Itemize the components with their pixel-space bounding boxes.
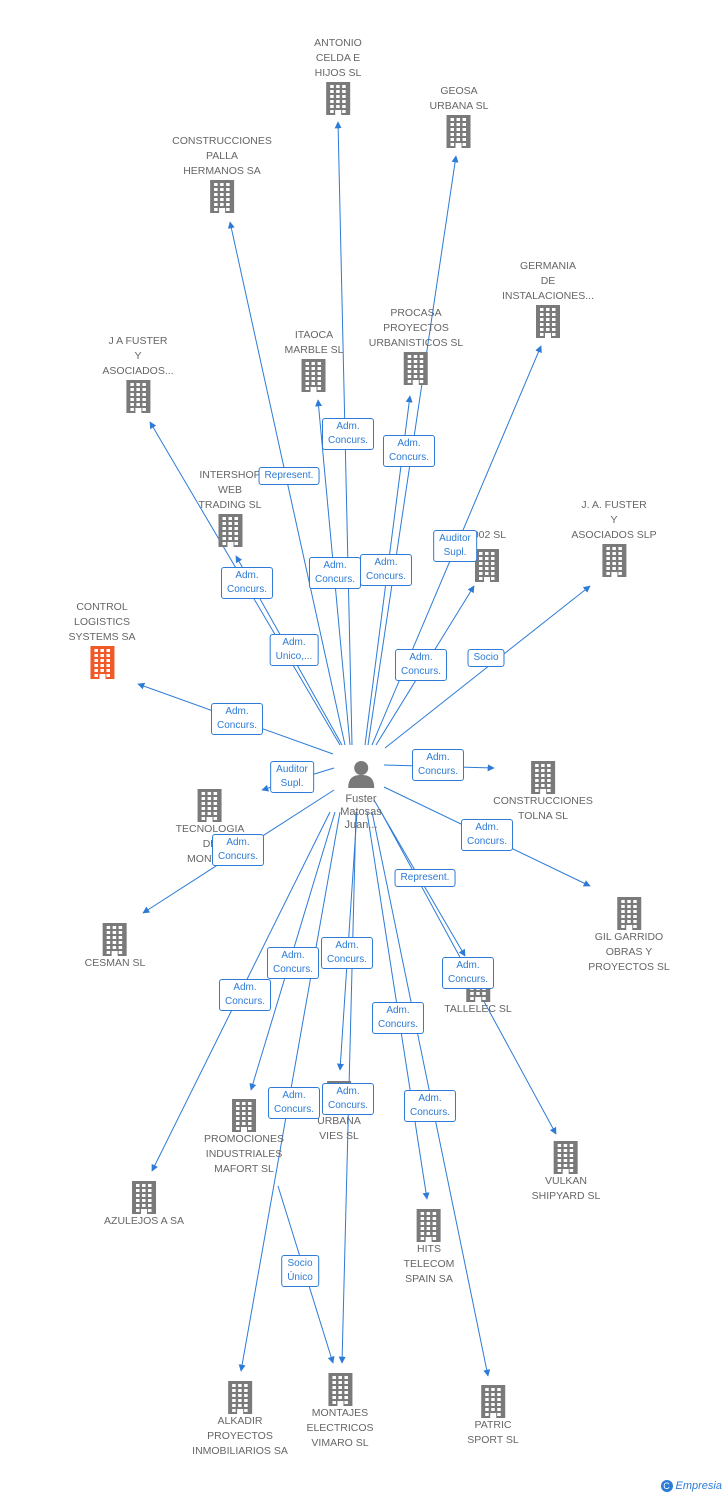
edge-label-procasa[interactable]: Adm. Concurs. [359,554,413,586]
building-icon [197,789,222,822]
edge-label-tallelec[interactable]: Represent. [394,869,456,887]
person-node[interactable]: Fuster Matosas Juan... [340,758,382,832]
brand-name: Empresia [675,1479,722,1492]
company-label: MONTAJES ELECTRICOS VIMARO SL [306,1407,374,1449]
building-icon [131,1181,156,1214]
company-label: URBANA VIES SL [317,1115,361,1142]
company-node-tolna[interactable]: CONSTRUCCIONES TOLNA SL [493,760,593,824]
edge-label-vulkan[interactable]: Adm. Concurs. [441,957,495,989]
building-icon [536,305,560,338]
building-icon [103,923,127,956]
edge-label-urbanavies[interactable]: Adm. Concurs. [320,937,374,969]
edge-label-azulejos[interactable]: Adm. Concurs. [218,979,272,1011]
building-icon [475,549,499,582]
building-icon [232,1099,256,1132]
building-icon [217,514,242,547]
company-node-cesman[interactable]: CESMAN SL [84,922,146,971]
company-label: GIL GARRIDO OBRAS Y PROYECTOS SL [588,931,670,973]
company-node-control[interactable]: CONTROL LOGISTICS SYSTEMS SA [68,600,136,679]
edge-label-n2002[interactable]: Adm. Concurs. [394,649,448,681]
edge-label-tolna[interactable]: Adm. Concurs. [411,749,465,781]
company-label: CONSTRUCCIONES PALLA HERMANOS SA [172,135,272,177]
company-label: J. A. FUSTER Y ASOCIADOS SLP [571,499,657,541]
building-icon [446,115,471,148]
edge-label-control[interactable]: Adm. Concurs. [210,703,264,735]
company-node-germania[interactable]: GERMANIA DE INSTALACIONES... [502,259,594,338]
company-node-construcciones_palla[interactable]: CONSTRUCCIONES PALLA HERMANOS SA [172,134,272,213]
company-node-vulkan[interactable]: VULKAN SHIPYARD SL [531,1140,601,1204]
building-icon [481,1385,505,1418]
company-node-procasa[interactable]: PROCASA PROYECTOS URBANISTICOS SL [368,306,464,385]
edge-label-jafuster_asociados[interactable]: Adm. Concurs. [220,567,274,599]
company-label: J A FUSTER Y ASOCIADOS... [102,335,174,377]
company-node-antonio[interactable]: ANTONIO CELDA E HIJOS SL [314,36,362,115]
edge-label-jafuster_slp[interactable]: Socio [467,649,505,667]
company-label: CESMAN SL [84,957,146,969]
building-icon [404,352,428,385]
company-node-patric[interactable]: PATRIC SPORT SL [467,1384,519,1448]
company-label: ANTONIO CELDA E HIJOS SL [314,37,362,79]
company-node-itaoca[interactable]: ITAOCA MARBLE SL [284,328,344,392]
building-icon [301,359,326,392]
person-label: Fuster Matosas Juan... [340,793,382,831]
company-node-n2002[interactable]: 2002 SL [467,528,506,582]
company-label: CONTROL LOGISTICS SYSTEMS SA [68,601,136,643]
edge-label-tecnologia[interactable]: Auditor Supl. [270,761,314,793]
company-label: GEOSA URBANA SL [429,85,489,112]
building-icon [209,180,234,213]
building-icon [326,82,350,115]
building-icon [553,1141,578,1174]
building-icon [89,646,114,679]
company-label: AZULEJOS A SA [104,1215,184,1227]
company-node-intershop[interactable]: INTERSHOP WEB TRADING SL [198,468,262,547]
building-icon [327,1373,352,1406]
building-icon [530,761,555,794]
company-label: INTERSHOP WEB TRADING SL [198,469,262,511]
building-icon [617,897,641,930]
edge-label-hits[interactable]: Adm. Concurs. [371,1002,425,1034]
edge-label-gilgarrido[interactable]: Adm. Concurs. [460,819,514,851]
company-node-gilgarrido[interactable]: GIL GARRIDO OBRAS Y PROYECTOS SL [588,896,670,975]
building-icon [126,380,150,413]
company-label: PATRIC SPORT SL [467,1419,519,1446]
person-icon [347,761,374,788]
company-node-geosa[interactable]: GEOSA URBANA SL [429,84,489,148]
company-label: ITAOCA MARBLE SL [284,329,344,356]
company-label: CONSTRUCCIONES TOLNA SL [493,795,593,822]
edge-label-germania[interactable]: Auditor Supl. [433,530,477,562]
edge-label-antonio[interactable]: Adm. Concurs. [321,418,375,450]
edge-label-geosa[interactable]: Adm. Concurs. [382,435,436,467]
edge-label-construcciones_palla[interactable]: Represent. [258,467,320,485]
edge-label-itaoca[interactable]: Adm. Concurs. [308,557,362,589]
brand-mark: C [660,1480,673,1492]
company-node-azulejos[interactable]: AZULEJOS A SA [104,1180,184,1229]
company-label: GERMANIA DE INSTALACIONES... [502,260,594,302]
company-node-jafuster_slp[interactable]: J. A. FUSTER Y ASOCIADOS SLP [571,498,657,577]
edge-label-intershop[interactable]: Adm. Unico,... [269,634,319,666]
building-icon [416,1209,441,1242]
company-label: PROMOCIONES INDUSTRIALES MAFORT SL [204,1133,284,1175]
edge-label-patric[interactable]: Adm. Concurs. [403,1090,457,1122]
company-node-alkadir[interactable]: ALKADIR PROYECTOS INMOBILIARIOS SA [192,1380,288,1459]
edge-label-alkadir[interactable]: Adm. Concurs. [267,1087,321,1119]
edge-label-cesman[interactable]: Adm. Concurs. [211,834,265,866]
edge-label-vimaro[interactable]: Adm. Concurs. [321,1083,375,1115]
company-node-hits[interactable]: HITS TELECOM SPAIN SA [403,1208,455,1287]
company-node-mafort[interactable]: PROMOCIONES INDUSTRIALES MAFORT SL [204,1098,284,1177]
building-icon [601,544,626,577]
edge-label-mafort[interactable]: Adm. Concurs. [266,947,320,979]
company-label: VULKAN SHIPYARD SL [531,1175,601,1202]
edge-label-mafort-vimaro[interactable]: Socio Único [281,1255,319,1287]
company-label: ALKADIR PROYECTOS INMOBILIARIOS SA [192,1415,288,1457]
edge-jafuster_slp [384,585,591,749]
company-node-jafuster_asociados[interactable]: J A FUSTER Y ASOCIADOS... [102,334,174,413]
company-label: TALLELEC SL [444,1003,512,1015]
company-label: PROCASA PROYECTOS URBANISTICOS SL [368,307,464,349]
company-label: HITS TELECOM SPAIN SA [403,1243,455,1285]
building-icon [227,1381,252,1414]
company-node-vimaro[interactable]: MONTAJES ELECTRICOS VIMARO SL [306,1372,374,1451]
